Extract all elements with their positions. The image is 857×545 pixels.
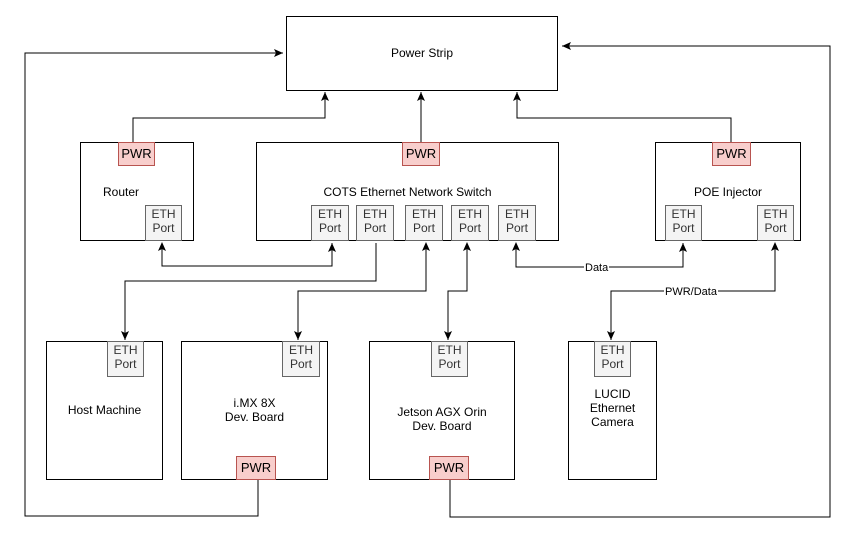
camera-line1: LUCID bbox=[594, 387, 631, 401]
imx-pwr-port: PWR bbox=[236, 456, 276, 480]
imx-line1: i.MX 8X bbox=[233, 396, 276, 410]
eth-line2: Port bbox=[363, 221, 386, 235]
eth-line1: ETH bbox=[600, 343, 625, 357]
eth-line2: Port bbox=[152, 221, 175, 235]
router-label: Router bbox=[102, 185, 140, 199]
eth-line1: ETH bbox=[505, 207, 529, 221]
power-strip-box bbox=[286, 16, 558, 91]
power-strip-label: Power Strip bbox=[390, 46, 454, 60]
eth-line2: Port bbox=[412, 221, 435, 235]
eth-line2: Port bbox=[764, 221, 787, 235]
poe-injector-label: POE Injector bbox=[693, 185, 763, 199]
switch-label: COTS Ethernet Network Switch bbox=[323, 185, 492, 199]
eth-line2: Port bbox=[438, 357, 461, 371]
eth-line1: ETH bbox=[412, 207, 436, 221]
eth-line1: ETH bbox=[113, 343, 138, 357]
eth-line2: Port bbox=[672, 221, 695, 235]
jetson-pwr-label: PWR bbox=[433, 460, 465, 475]
camera-line2: Ethernet bbox=[589, 401, 636, 415]
eth-line1: ETH bbox=[363, 207, 387, 221]
eth-line1: ETH bbox=[458, 207, 482, 221]
router-pwr-label: PWR bbox=[121, 146, 152, 161]
eth-line2: Port bbox=[601, 357, 624, 371]
eth-line1: ETH bbox=[289, 343, 313, 357]
router-pwr-port: PWR bbox=[118, 142, 155, 166]
eth-line2: Port bbox=[505, 221, 528, 235]
imx-line2: Dev. Board bbox=[224, 410, 285, 424]
jetson-power-line bbox=[449, 42, 831, 518]
eth-line1: ETH bbox=[318, 207, 342, 221]
eth-line1: ETH bbox=[763, 207, 788, 221]
poe-pwr-port: PWR bbox=[712, 142, 751, 166]
camera-line3: Camera bbox=[591, 415, 634, 429]
switch-pwr-port: PWR bbox=[402, 142, 440, 166]
eth-line2: Port bbox=[318, 221, 341, 235]
eth-line2: Port bbox=[458, 221, 481, 235]
eth-line1: ETH bbox=[671, 207, 696, 221]
switch-pwr-label: PWR bbox=[405, 146, 437, 161]
router-power-line bbox=[132, 92, 329, 142]
host-machine-label: Host Machine bbox=[67, 403, 142, 417]
switch-jetson-line bbox=[444, 242, 471, 340]
data-connection-label: Data bbox=[584, 262, 610, 274]
eth-line1: ETH bbox=[437, 343, 462, 357]
eth-line2: Port bbox=[289, 357, 312, 371]
jetson-pwr-port: PWR bbox=[429, 456, 469, 480]
poe-power-line bbox=[513, 92, 732, 142]
jetson-line1: Jetson AGX Orin bbox=[397, 405, 487, 419]
switch-imx-line bbox=[294, 242, 430, 340]
pwr-data-connection-label: PWR/Data bbox=[664, 286, 718, 298]
jetson-line2: Dev. Board bbox=[412, 419, 472, 433]
imx-pwr-label: PWR bbox=[240, 460, 272, 475]
poe-pwr-label: PWR bbox=[716, 146, 747, 161]
imx-power-line bbox=[24, 49, 283, 517]
eth-line2: Port bbox=[114, 357, 137, 371]
router-switch-line bbox=[158, 242, 336, 267]
eth-line1: ETH bbox=[151, 207, 176, 221]
